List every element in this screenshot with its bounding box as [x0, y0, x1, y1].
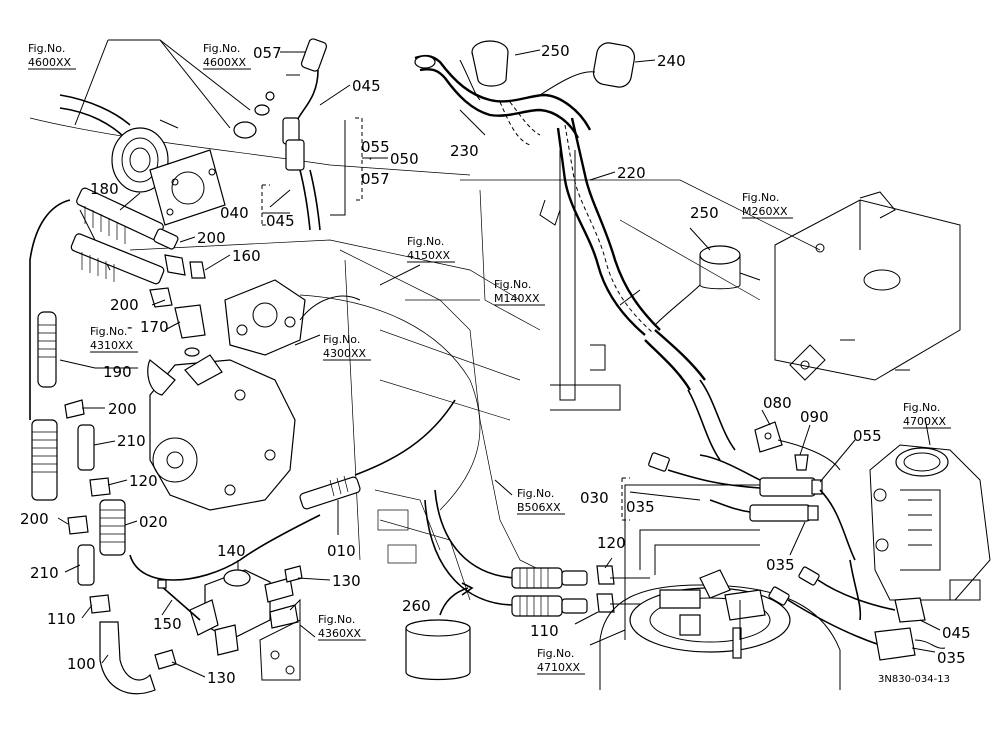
fig-ref-4600-top: Fig.No. 4600XX [203, 42, 251, 70]
fig-ref-m260: Fig.No. M260XX [742, 191, 793, 219]
part-label-100: 100 [67, 655, 96, 673]
intake-hose-group [414, 40, 741, 461]
part-label-220: 220 [617, 164, 646, 182]
part-label-210: 210 [117, 432, 146, 450]
fig-ref-4710: Fig.No. 4710XX [537, 647, 585, 675]
part-label-150: 150 [153, 615, 182, 633]
part-label-090: 090 [800, 408, 829, 426]
fig-ref-code: 4710XX [537, 661, 581, 674]
water-pump [147, 279, 361, 511]
fig-ref-code: 4310XX [90, 339, 134, 352]
part-label-045: 045 [266, 212, 295, 230]
part-label-250: 250 [690, 204, 719, 222]
part-dot: · [368, 150, 373, 168]
part-label-010: 010 [327, 542, 356, 560]
part-label-040: 040 [220, 204, 249, 222]
fig-ref-4700: Fig.No. 4700XX [903, 401, 951, 429]
part-label-200: 200 [110, 296, 139, 314]
part-label-200: 200 [108, 400, 137, 418]
fig-ref-4600-left: Fig.No. 4600XX [28, 42, 76, 70]
part-label-035: 035 [766, 556, 795, 574]
fig-ref-label: Fig.No. [537, 647, 574, 660]
part-label-045: 045 [942, 624, 971, 642]
bracket-4700 [869, 444, 991, 601]
part-label-035: 035 [937, 649, 966, 667]
fig-ref-label: Fig.No. [203, 42, 240, 55]
chassis-outline [29, 117, 821, 601]
part-label-120: 120 [597, 534, 626, 552]
part-label-190: 190 [103, 363, 132, 381]
fig-ref-b506: Fig.No. B506XX [517, 487, 565, 515]
fig-ref-code: 4600XX [28, 56, 72, 69]
drain-fitting [299, 399, 456, 510]
part-label-057: 057 [253, 44, 282, 62]
part-label-240: 240 [657, 52, 686, 70]
part-label-160: 160 [232, 247, 261, 265]
fig-ref-code: B506XX [517, 501, 561, 514]
part-label-180: 180 [90, 180, 119, 198]
bracket-m260 [774, 191, 961, 381]
sensor-harness [648, 421, 946, 661]
part-label-210: 210 [30, 564, 59, 582]
fig-ref-m140: Fig.No. M140XX [494, 278, 545, 306]
part-label-200: 200 [197, 229, 226, 247]
part-label-230: 230 [450, 142, 479, 160]
coolant-hoses [29, 187, 321, 695]
fuel-lines [424, 489, 650, 617]
exhaust-assembly [59, 39, 275, 226]
fig-ref-label: Fig.No. [742, 191, 779, 204]
part-label-130: 130 [332, 572, 361, 590]
fig-ref-label: Fig.No. [323, 333, 360, 346]
breather-hose-group [261, 38, 363, 231]
fig-ref-label: Fig.No. [903, 401, 940, 414]
part-label-080: 080 [763, 394, 792, 412]
fig-ref-code: 4150XX [407, 249, 451, 262]
fig-ref-4150: Fig.No. 4150XX [407, 235, 455, 263]
part-label-120: 120 [129, 472, 158, 490]
part-label-050: 050 [390, 150, 419, 168]
fig-ref-label: Fig.No. [517, 487, 554, 500]
part-label-045: 045 [352, 77, 381, 95]
fuel-tank-assembly [599, 484, 841, 690]
sleeve-260 [405, 582, 474, 681]
fig-ref-label: Fig.No. [28, 42, 65, 55]
fig-ref-label: Fig.No. [90, 325, 127, 338]
fig-ref-label: Fig.No. [407, 235, 444, 248]
fig-ref-label: Fig.No. [494, 278, 531, 291]
part-label-200: 200 [20, 510, 49, 528]
fig-ref-4300: Fig.No. 4300XX [323, 333, 371, 361]
heater-valve [154, 565, 303, 681]
part-label-130: 130 [207, 669, 236, 687]
part-label-057: 057 [361, 170, 390, 188]
part-label-035: 035 [626, 498, 655, 516]
fig-ref-code: 4700XX [903, 415, 947, 428]
diagram-code: 3N830-034-13 [878, 674, 950, 685]
part-label-055: 055 [853, 427, 882, 445]
fig-ref-4360: Fig.No. 4360XX [318, 613, 366, 641]
fig-ref-code: 4600XX [203, 56, 247, 69]
part-label-250: 250 [541, 42, 570, 60]
fig-ref-code: 4300XX [323, 347, 367, 360]
fig-ref-code: M140XX [494, 292, 540, 305]
part-label-140: 140 [217, 542, 246, 560]
part-dash: - [127, 318, 132, 336]
part-label-170: 170 [140, 318, 169, 336]
part-label-260: 260 [402, 597, 431, 615]
fig-ref-code: M260XX [742, 205, 788, 218]
part-label-110: 110 [47, 610, 76, 628]
part-label-020: 020 [139, 513, 168, 531]
fig-ref-4310: Fig.No. 4310XX [90, 325, 138, 353]
leader-lines [57, 49, 941, 678]
part-label-030: 030 [580, 489, 609, 507]
part-callouts: 057 045 055 · 050 057 040 045 250 240 23… [20, 42, 971, 687]
part-label-055: 055 [361, 138, 390, 156]
fig-ref-label: Fig.No. [318, 613, 355, 626]
part-label-110: 110 [530, 622, 559, 640]
fig-ref-code: 4360XX [318, 627, 362, 640]
